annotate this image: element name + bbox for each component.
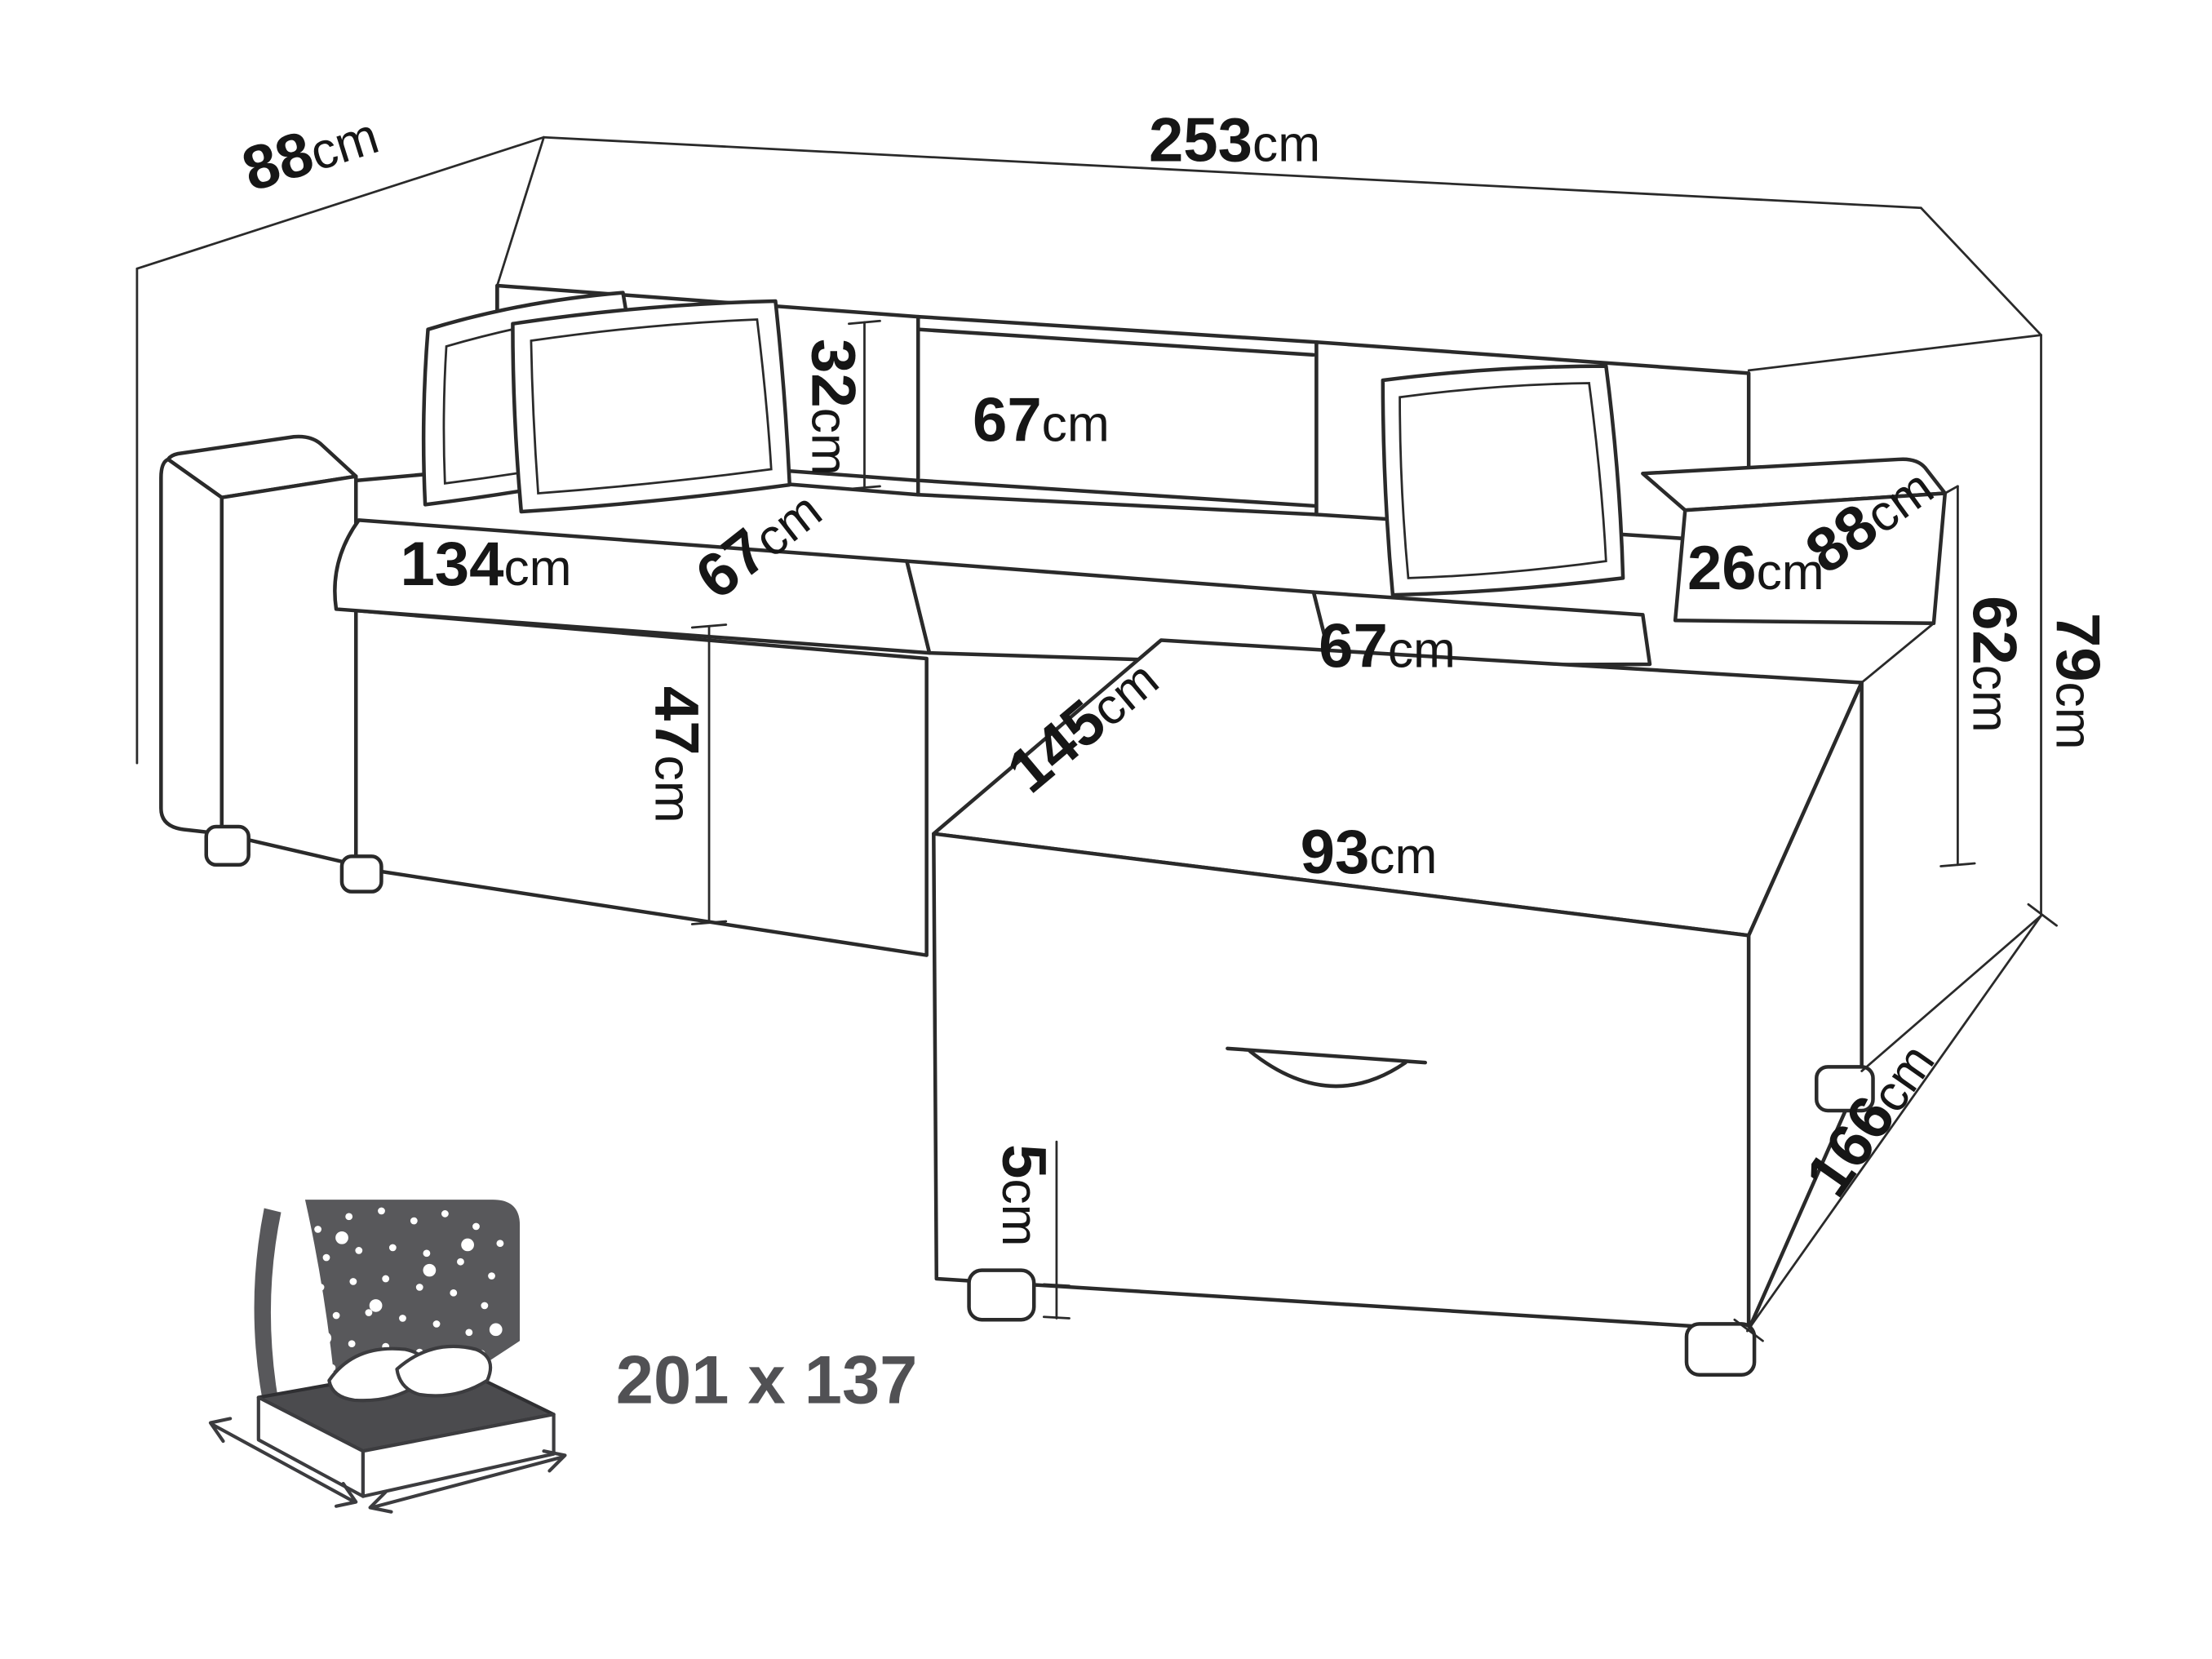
dim-tick-backrest-bottom [848, 485, 881, 490]
pillows [421, 291, 1625, 597]
pillow-right [1381, 364, 1625, 597]
dim-connector-armrest-top [1944, 485, 1959, 495]
sofa-feet [204, 824, 1875, 1377]
chaise-section [932, 638, 1864, 1332]
dim-unit: cm [1388, 622, 1456, 678]
dim-line-back-depth-left [135, 135, 545, 270]
star-field-bright [318, 1231, 503, 1345]
sofa-drawing [159, 283, 1948, 1377]
sofa-base-front-face [354, 608, 929, 957]
dim-tick-side-top [2027, 903, 2058, 927]
backrest-middle-bolster-seam [919, 478, 1319, 508]
seat-cushion-right-strip [1311, 590, 1652, 668]
bed-width-arrowhead-start [208, 1417, 233, 1444]
dim-tick-leg-bottom [1042, 1315, 1071, 1320]
dim-tick-backrest-top [848, 319, 881, 326]
dim-tick-side-bottom [1733, 1318, 1764, 1342]
dim-backrest-width-label: 67cm [973, 385, 1110, 455]
dim-total-width-label: 253cm [1149, 106, 1320, 175]
dim-seat-width-label: 134cm [400, 530, 571, 599]
foot-chaise-back-right [1815, 1065, 1875, 1113]
dim-connector-height-top [1747, 334, 2042, 372]
foot-left-armrest [204, 824, 250, 867]
foot-chaise-front-right [1684, 1322, 1757, 1377]
dim-tick-leg-top [1042, 1283, 1071, 1288]
dim-value: 26 [1687, 534, 1757, 603]
sleeping-function-bed-icon: 201 x 137 [208, 1200, 918, 1514]
left-armrest-side-face [159, 457, 224, 836]
right-armrest-to-chaise-seam [1860, 622, 1935, 684]
pillow-left-front-flange [530, 318, 773, 495]
dim-chaise-top-width-label: 67cm [1319, 611, 1456, 681]
bed-length-arrowhead-end [542, 1449, 567, 1473]
dim-tick-seat-top [690, 623, 728, 629]
dim-tick-seat-bottom [690, 920, 728, 925]
left-armrest-front-face [219, 474, 358, 867]
seat-cushions [333, 518, 1652, 668]
dim-unit: cm [1369, 828, 1437, 885]
dim-unit: cm [1042, 396, 1110, 452]
dim-value: 67 [1319, 611, 1388, 681]
dim-armrest-height-label: 62cm [1959, 596, 2028, 733]
dim-value: 134 [400, 530, 503, 599]
bed-width-arrowhead-end [334, 1481, 358, 1508]
dim-value: 47 [641, 686, 711, 756]
dim-total-height-label: 79cm [2043, 613, 2112, 750]
right-armrest [1641, 457, 1948, 684]
dim-chaise-front-width-label: 93cm [1301, 818, 1438, 887]
dim-connector-width-left [495, 135, 545, 287]
dim-value: 79 [2043, 613, 2112, 682]
backrest-middle-top-seam [916, 327, 1316, 357]
dim-unit: cm [1757, 544, 1824, 601]
dim-line-total-width [543, 135, 1922, 210]
dimension-lines [135, 135, 2058, 1342]
dim-seat-height-label: 47cm [641, 686, 711, 823]
dim-unit: cm [644, 756, 700, 823]
dim-backrest-height-label: 32cm [798, 339, 867, 476]
pillow-right-flange [1399, 382, 1607, 579]
dim-unit: cm [1252, 117, 1320, 173]
bed-size-arrows [208, 1417, 567, 1514]
bed-size-value: 201 x 137 [616, 1342, 918, 1417]
drawer-handle-top-line [1226, 1046, 1427, 1065]
dim-value: 62 [1959, 596, 2028, 665]
dim-value: 32 [798, 339, 867, 408]
foot-chaise-front-left [967, 1268, 1036, 1322]
bed-length-arrow [370, 1455, 565, 1510]
dim-connector-width-right [1919, 206, 2042, 336]
dim-tick-armrest-bottom [1939, 862, 1976, 867]
storage-drawer-handle[interactable] [1226, 1046, 1427, 1089]
dim-line-side-depth [1746, 914, 2042, 1333]
dim-unit: cm [1962, 665, 2018, 733]
night-sky-crescent-sliver [254, 1208, 283, 1423]
dim-unit: cm [991, 1179, 1048, 1247]
bed-pillow-right [395, 1344, 493, 1398]
dim-back-depth-left-label: 88cm [234, 98, 386, 206]
dim-unit: cm [504, 540, 572, 597]
dim-leg-height-label: 5cm [989, 1144, 1058, 1246]
bed-length-arrowhead-start [368, 1490, 393, 1514]
seat-cushion-left-top [333, 518, 932, 655]
drawer-handle-scoop [1248, 1049, 1407, 1089]
dim-connector-floor-right [1860, 914, 2042, 1072]
left-armrest [159, 434, 358, 867]
dim-unit: cm [800, 408, 857, 476]
foot-base-left [339, 854, 383, 894]
bed-width-arrow [210, 1422, 357, 1504]
dim-value: 93 [1301, 818, 1370, 887]
bed-size-label: 201 x 137 [616, 1342, 918, 1417]
dim-armrest-width-label: 26cm [1687, 534, 1824, 603]
dim-unit: cm [2046, 682, 2102, 750]
pillow-left-front [511, 299, 791, 514]
dim-value: 253 [1149, 106, 1252, 175]
dim-value: 5 [989, 1144, 1058, 1178]
dim-value: 67 [973, 385, 1042, 455]
